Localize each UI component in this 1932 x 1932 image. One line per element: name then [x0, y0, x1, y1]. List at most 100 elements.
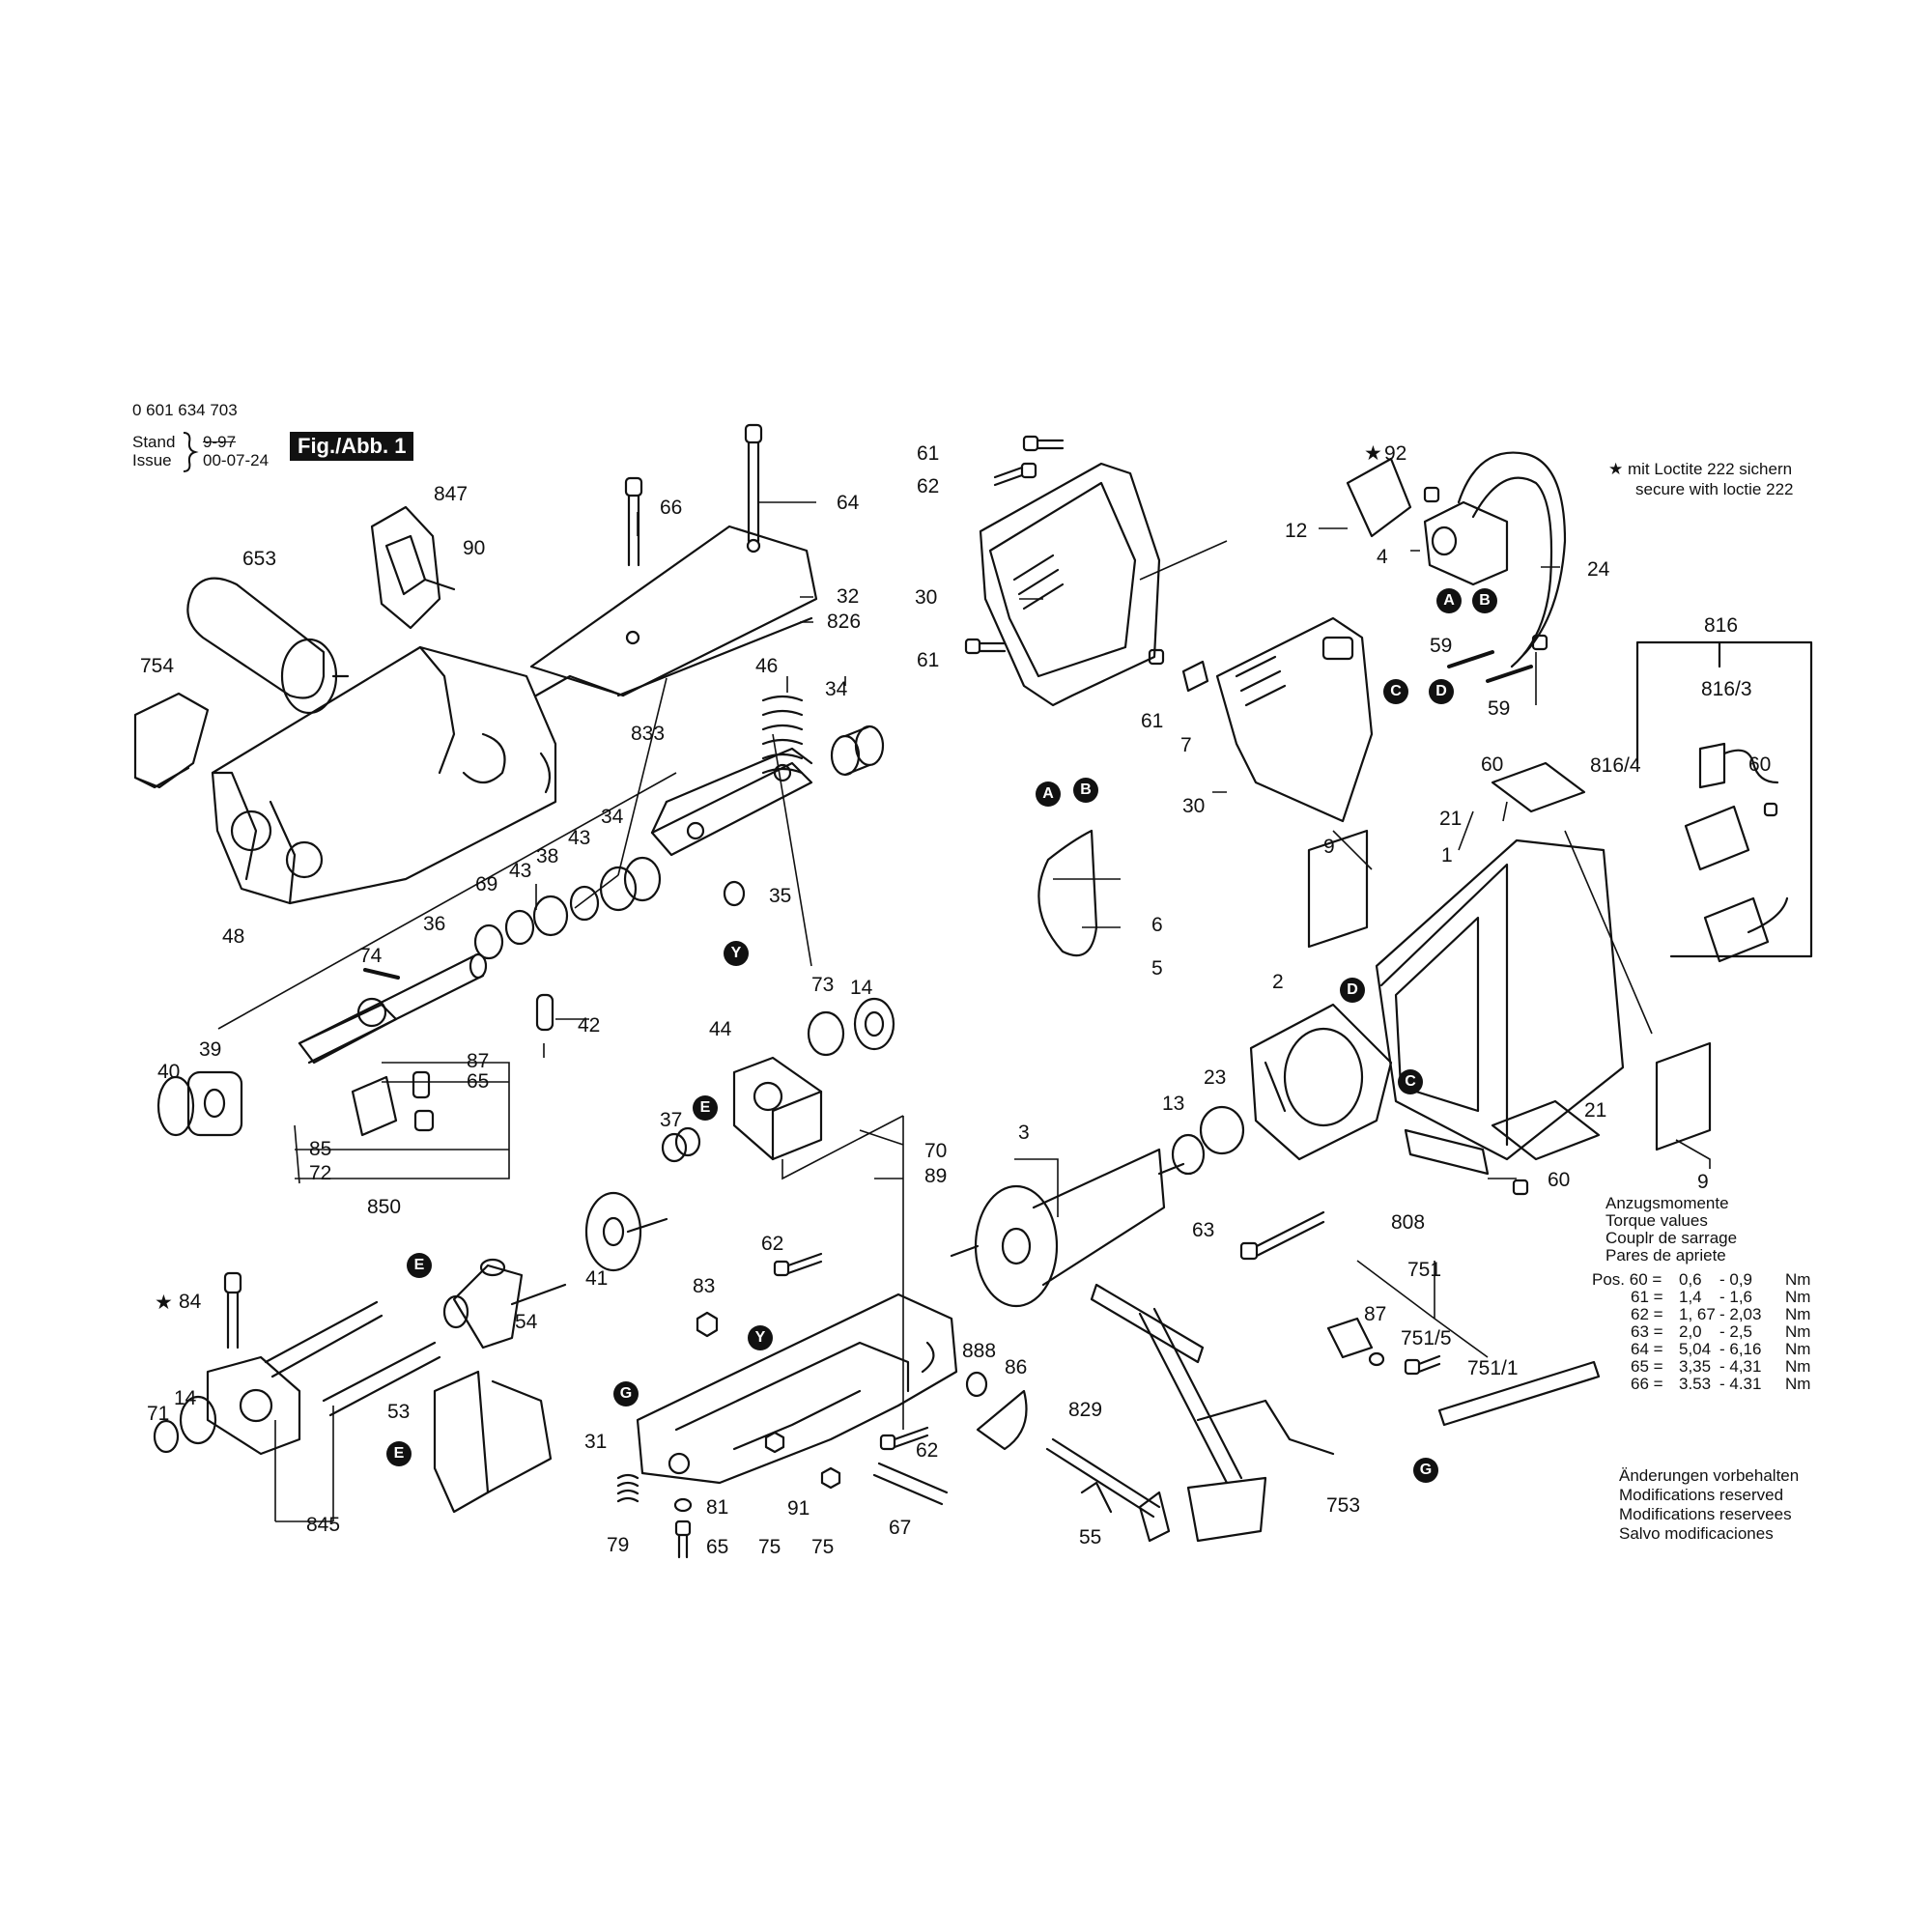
part-62-screw-c: [993, 462, 1037, 487]
part-label-14b: 14: [174, 1387, 197, 1409]
part-label-9b: 9: [1697, 1171, 1709, 1193]
part-14-bearing: [853, 997, 895, 1051]
part-label-24: 24: [1587, 558, 1610, 581]
part-86-lever: [976, 1389, 1028, 1451]
part-9-label: [1307, 829, 1369, 949]
part-9-label-b: [1655, 1041, 1712, 1151]
part-label-37: 37: [660, 1109, 683, 1131]
part-label-61a: 61: [917, 442, 940, 465]
marker-e-9: E: [693, 1095, 718, 1121]
part-1-motor-housing: [1375, 838, 1625, 1161]
part-2-stator: [1249, 1003, 1393, 1161]
part-62-screw: [773, 1252, 823, 1277]
part-label-65b: 65: [706, 1536, 729, 1558]
part-5-6-cable-guard: [1037, 829, 1098, 957]
torque-title-en: Torque values: [1605, 1211, 1708, 1230]
part-label-6: 6: [1151, 914, 1163, 936]
part-label-845: 845: [306, 1514, 341, 1536]
part-label-850: 850: [367, 1196, 402, 1218]
part-888-ring: [965, 1371, 988, 1398]
part-42-pin: [535, 993, 554, 1032]
part-48-gear-housing: [211, 645, 557, 905]
marker-a-4: A: [1036, 781, 1061, 807]
part-751-kit: [1326, 1317, 1601, 1427]
part-46-spring: [761, 695, 804, 775]
torque-position: 65 =: [1631, 1357, 1663, 1376]
torque-max: - 0,9: [1719, 1270, 1753, 1289]
marker-a-0: A: [1436, 588, 1462, 613]
part-label-55: 55: [1079, 1526, 1102, 1548]
part-label-21a: 21: [1439, 808, 1463, 830]
part-label-69: 69: [475, 873, 498, 895]
part-44-block: [732, 1056, 823, 1161]
part-label-60b: 60: [1748, 753, 1772, 776]
torque-unit: Nm: [1785, 1375, 1811, 1393]
loctite-note-line2: secure with loctie 222: [1635, 480, 1794, 498]
part-24-cable: [1457, 451, 1567, 668]
part-rods: [264, 1300, 441, 1417]
part-label-39: 39: [199, 1038, 222, 1061]
star-icon: ★: [1364, 442, 1382, 465]
part-label-30a: 30: [915, 586, 938, 609]
part-label-4: 4: [1377, 546, 1388, 568]
torque-min: 1, 67: [1679, 1305, 1716, 1323]
part-label-7511: 751/1: [1467, 1357, 1519, 1379]
loctite-note-line1: ★ mit Loctite 222 sichern: [1608, 460, 1793, 478]
part-833-guide: [650, 747, 813, 857]
part-73-ring: [807, 1010, 845, 1057]
part-label-14a: 14: [850, 977, 873, 999]
part-label-753: 753: [1326, 1494, 1361, 1517]
part-label-63: 63: [1192, 1219, 1215, 1241]
part-829-pin: [1045, 1437, 1161, 1519]
torque-min: 5,04: [1679, 1340, 1712, 1358]
part-label-83: 83: [693, 1275, 716, 1297]
part-816-bracket: [1635, 640, 1813, 958]
part-41-gear: [584, 1191, 668, 1272]
part-21-plate-b: [1491, 1099, 1601, 1161]
part-label-66: 66: [660, 497, 683, 519]
part-label-74: 74: [359, 945, 383, 967]
part-3-armature: [950, 1148, 1185, 1308]
part-label-7: 7: [1180, 734, 1192, 756]
part-753-clamp: [1090, 1283, 1335, 1543]
part-8163-brush: [1698, 742, 1779, 789]
torque-position: 62 =: [1631, 1305, 1663, 1323]
part-label-89: 89: [924, 1165, 948, 1187]
part-label-54: 54: [515, 1311, 538, 1333]
part-label-71: 71: [147, 1403, 170, 1425]
part-label-3: 3: [1018, 1122, 1030, 1144]
part-63-screw: [1239, 1210, 1325, 1261]
part-808-insulation: [1404, 1128, 1490, 1176]
part-81-washer: [673, 1497, 693, 1513]
part-label-87a: 87: [467, 1050, 490, 1072]
marker-c-2: C: [1383, 679, 1408, 704]
part-label-61b: 61: [917, 649, 940, 671]
part-label-46: 46: [755, 655, 779, 677]
part-label-43b: 43: [568, 827, 591, 849]
part-label-13: 13: [1162, 1093, 1185, 1115]
part-label-808: 808: [1391, 1211, 1426, 1234]
part-label-32: 32: [837, 585, 860, 608]
part-71-ring: [153, 1419, 180, 1454]
part-label-826: 826: [827, 611, 862, 633]
torque-position: 64 =: [1631, 1340, 1663, 1358]
marker-d-6: D: [1340, 978, 1365, 1003]
part-label-829: 829: [1068, 1399, 1103, 1421]
part-label-9a: 9: [1323, 836, 1335, 858]
part-label-21b: 21: [1584, 1099, 1607, 1122]
part-754-nozzle: [133, 692, 210, 789]
part-label-62b: 62: [916, 1439, 939, 1462]
part-34-sleeve: [830, 724, 885, 777]
part-label-59a: 59: [1430, 635, 1453, 657]
part-83-nut: [696, 1311, 719, 1338]
part-label-35: 35: [769, 885, 792, 907]
torque-unit: Nm: [1785, 1322, 1811, 1341]
modifications-es: Salvo modificaciones: [1619, 1524, 1774, 1543]
marker-b-1: B: [1472, 588, 1497, 613]
part-14-bearing-b: [179, 1395, 217, 1445]
part-label-59b: 59: [1488, 697, 1511, 720]
part-43-ring-b: [504, 909, 535, 946]
part-label-40: 40: [157, 1061, 181, 1083]
marker-b-5: B: [1073, 778, 1098, 803]
